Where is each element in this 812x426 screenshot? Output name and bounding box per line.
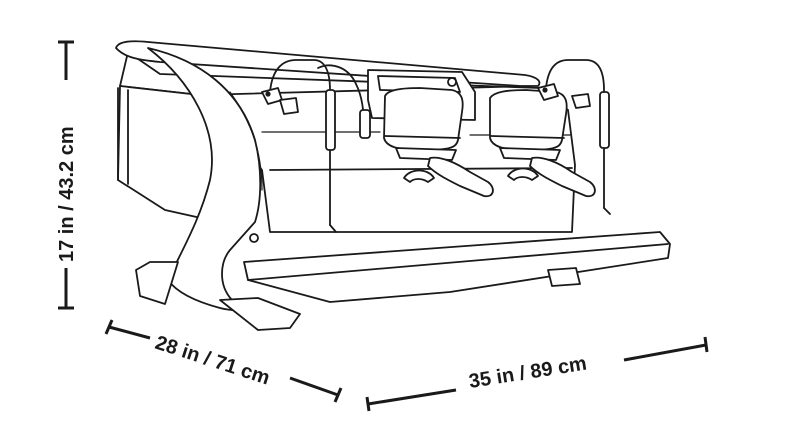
foot-right	[547, 267, 581, 287]
machine-left-box-edge	[117, 87, 129, 185]
width-dim-line-left	[367, 388, 457, 406]
drip-tray-top-edge	[247, 243, 669, 281]
depth-dim-line-left	[108, 325, 151, 340]
steam-valve-right	[537, 83, 559, 101]
width-label: 35 in / 89 cm	[467, 353, 588, 393]
group-head-left	[383, 87, 464, 151]
foot-left	[135, 261, 179, 305]
steam-wand-right	[545, 59, 605, 209]
side-panel-inner-curve	[229, 91, 263, 191]
portafilter-left	[395, 147, 457, 161]
group-head-left-band	[384, 135, 461, 139]
display-button	[447, 77, 457, 87]
drip-tray	[243, 231, 671, 303]
depth-label: 28 in / 71 cm	[152, 332, 272, 390]
portafilter-left-handle	[427, 156, 494, 198]
steam-wand-left-grip	[325, 89, 336, 151]
steam-knob-left	[279, 97, 299, 115]
width-dim-line-right	[623, 343, 707, 362]
height-dimension: 17 in / 43.2 cm	[56, 40, 78, 310]
portafilter-right	[499, 147, 561, 161]
width-dimension: 35 in / 89 cm	[365, 336, 709, 412]
valve-left-dot	[265, 91, 271, 97]
depth-dimension: 28 in / 71 cm	[104, 319, 343, 403]
steam-wand-right-grip	[599, 91, 610, 149]
height-label: 17 in / 43.2 cm	[56, 126, 78, 262]
group-head-right	[489, 89, 568, 151]
width-dim-tick-right	[703, 336, 709, 353]
depth-dim-tick-right	[333, 387, 343, 403]
steam-wand-left-tip	[329, 224, 337, 233]
espresso-machine-illustration	[115, 40, 671, 331]
group-head-right-band	[490, 135, 565, 139]
machine-top-rim	[199, 85, 533, 96]
control-display-screen	[377, 75, 461, 93]
valve-right-dot	[542, 87, 548, 93]
cup-left	[403, 169, 435, 183]
steam-knob-right	[571, 93, 591, 109]
hot-water-spout-left	[359, 109, 371, 139]
cup-right	[507, 167, 539, 181]
foot-front	[219, 297, 301, 331]
depth-dim-line-right	[289, 376, 339, 397]
steam-wand-left	[269, 59, 331, 226]
portafilter-right-handle	[529, 156, 596, 198]
side-logo-dot	[249, 233, 259, 243]
steam-wand-right-tip	[603, 207, 611, 215]
